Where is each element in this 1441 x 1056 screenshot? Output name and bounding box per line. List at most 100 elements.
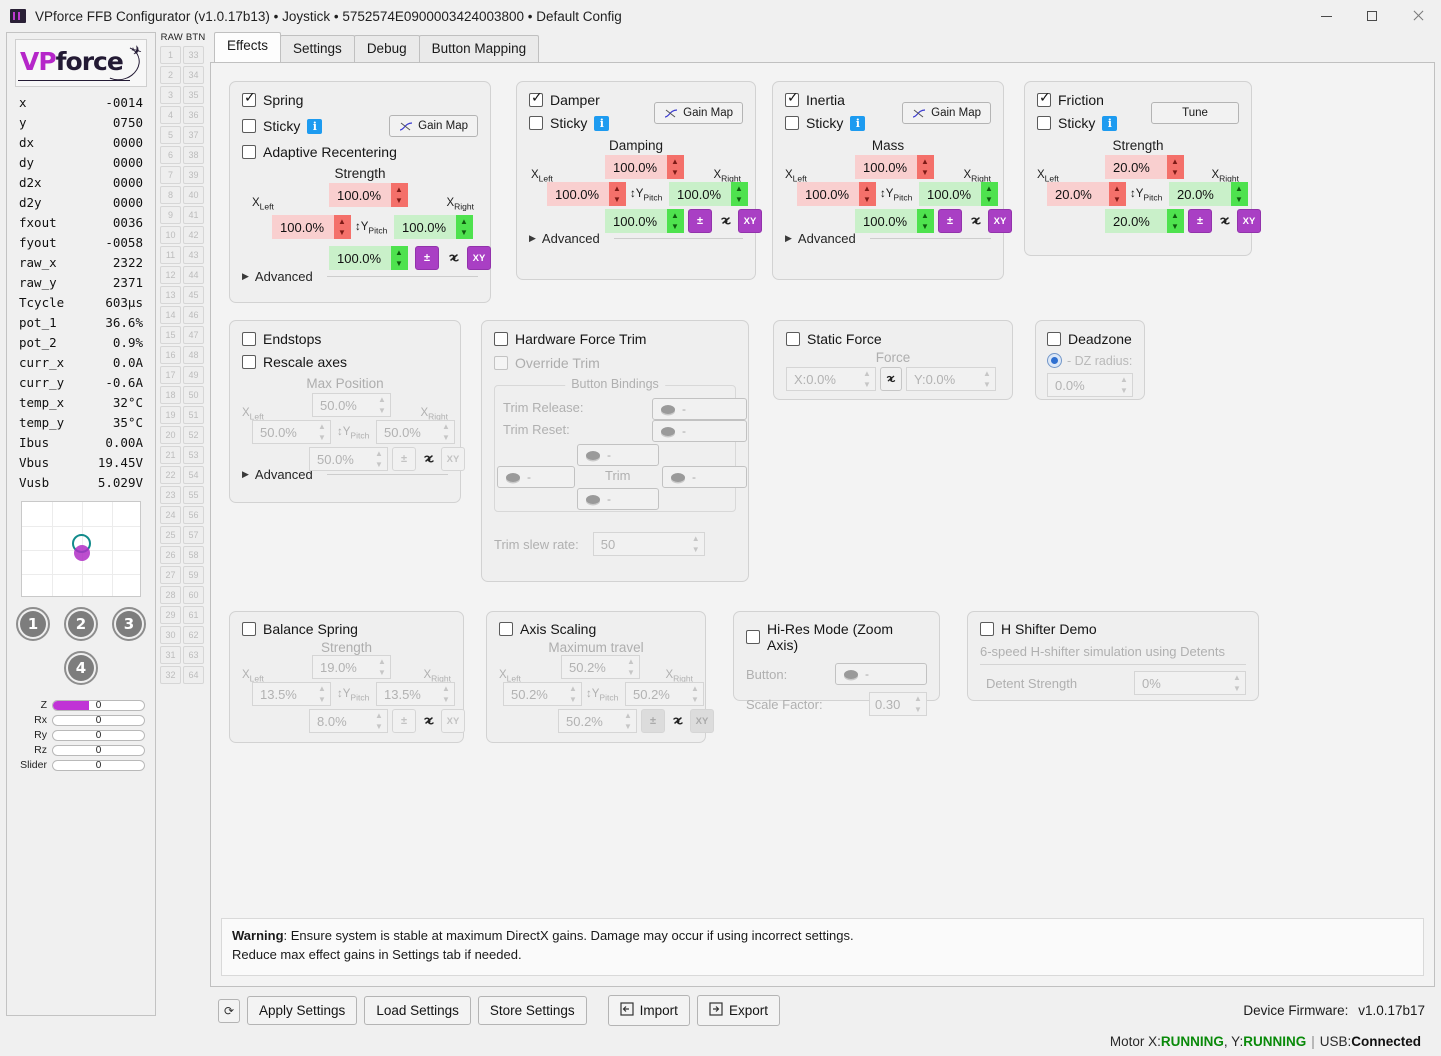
spring-bottom-spinner[interactable]: 100.0% ▲▼ [329, 246, 408, 270]
spring-right-value[interactable]: 100.0% [394, 215, 456, 239]
inertia-right-spinner[interactable]: 100.0% ▲▼ [919, 182, 998, 206]
axis-scaling-checkbox[interactable] [499, 622, 513, 636]
trim-release-binding[interactable]: - [652, 398, 747, 420]
spring-top-spinner[interactable]: 100.0% ▲▼ [329, 183, 408, 207]
damper-right-arrows[interactable]: ▲▼ [731, 182, 748, 206]
import-button[interactable]: Import [607, 995, 690, 1026]
endstops-rescale-row[interactable]: Rescale axes [242, 354, 448, 370]
spring-left-spinner[interactable]: 100.0% ▲▼ [272, 215, 351, 239]
spring-xy-button[interactable]: XY [467, 246, 491, 270]
friction-right-value[interactable]: 20.0% [1169, 182, 1231, 206]
hft-checkbox[interactable] [494, 332, 508, 346]
friction-left-arrows[interactable]: ▲▼ [1109, 182, 1126, 206]
endstops-advanced-toggle[interactable]: ▶ Advanced [242, 467, 448, 482]
spring-right-spinner[interactable]: 100.0% ▲▼ [394, 215, 473, 239]
spring-left-value[interactable]: 100.0% [272, 215, 334, 239]
inertia-left-arrows[interactable]: ▲▼ [859, 182, 876, 206]
inertia-sticky-row[interactable]: Sticky i [785, 115, 866, 131]
friction-checkbox[interactable] [1037, 90, 1051, 107]
damper-advanced-toggle[interactable]: ▶ Advanced [529, 231, 743, 246]
spring-sticky-row[interactable]: Sticky i [242, 118, 323, 134]
friction-right-arrows[interactable]: ▲▼ [1231, 182, 1248, 206]
spring-bottom-arrows[interactable]: ▲▼ [391, 246, 408, 270]
inertia-top-arrows[interactable]: ▲▼ [917, 155, 934, 179]
spring-sticky-checkbox[interactable] [242, 119, 256, 133]
spring-adaptive-checkbox[interactable] [242, 145, 256, 159]
store-settings-button[interactable]: Store Settings [477, 996, 587, 1025]
damper-top-value[interactable]: 100.0% [605, 155, 667, 179]
friction-left-spinner[interactable]: 20.0% ▲▼ [1047, 182, 1126, 206]
inertia-sticky-checkbox[interactable] [785, 116, 799, 130]
friction-left-value[interactable]: 20.0% [1047, 182, 1109, 206]
link-icon[interactable] [667, 710, 689, 732]
friction-xy-button[interactable]: XY [1237, 209, 1261, 233]
spring-bottom-value[interactable]: 100.0% [329, 246, 391, 270]
tab-debug[interactable]: Debug [353, 35, 420, 62]
damper-plusminus-button[interactable]: ± [688, 209, 712, 233]
damper-left-arrows[interactable]: ▲▼ [609, 182, 626, 206]
inertia-left-spinner[interactable]: 100.0% ▲▼ [797, 182, 876, 206]
inertia-bottom-arrows[interactable]: ▲▼ [917, 209, 934, 233]
info-icon[interactable]: i [594, 115, 610, 131]
link-icon[interactable] [1214, 210, 1236, 232]
hft-enable-row[interactable]: Hardware Force Trim [494, 331, 736, 347]
spring-advanced-toggle[interactable]: ▶ Advanced [242, 269, 478, 284]
friction-enable-row[interactable]: Friction [1037, 90, 1239, 108]
hires-enable-row[interactable]: Hi-Res Mode (Zoom Axis) [746, 621, 927, 653]
deadzone-checkbox[interactable] [1047, 332, 1061, 346]
spring-gain-map-button[interactable]: Gain Map [389, 115, 478, 137]
friction-right-spinner[interactable]: 20.0% ▲▼ [1169, 182, 1248, 206]
static-force-checkbox[interactable] [786, 332, 800, 346]
spring-plusminus-button[interactable]: ± [415, 246, 439, 270]
trim-down-binding[interactable]: - [577, 488, 659, 510]
tab-effects[interactable]: Effects [214, 32, 282, 62]
balance-spring-checkbox[interactable] [242, 622, 256, 636]
inertia-right-arrows[interactable]: ▲▼ [981, 182, 998, 206]
h-shifter-checkbox[interactable] [980, 622, 994, 636]
link-icon[interactable] [715, 210, 737, 232]
friction-bottom-value[interactable]: 20.0% [1105, 209, 1167, 233]
damper-right-value[interactable]: 100.0% [669, 182, 731, 206]
inertia-plusminus-button[interactable]: ± [938, 209, 962, 233]
damper-top-spinner[interactable]: 100.0% ▲▼ [605, 155, 684, 179]
close-button[interactable] [1395, 0, 1441, 32]
damper-checkbox[interactable] [529, 90, 543, 107]
friction-bottom-arrows[interactable]: ▲▼ [1167, 209, 1184, 233]
trim-right-binding[interactable]: - [662, 466, 747, 488]
inertia-left-value[interactable]: 100.0% [797, 182, 859, 206]
hires-checkbox[interactable] [746, 630, 760, 644]
trim-reset-binding[interactable]: - [652, 420, 747, 442]
inertia-xy-button[interactable]: XY [988, 209, 1012, 233]
friction-top-arrows[interactable]: ▲▼ [1167, 155, 1184, 179]
minimize-button[interactable] [1303, 0, 1349, 32]
deadzone-radius-radio[interactable] [1047, 353, 1062, 368]
damper-bottom-arrows[interactable]: ▲▼ [667, 209, 684, 233]
axis-scaling-enable-row[interactable]: Axis Scaling [499, 621, 693, 637]
spring-right-arrows[interactable]: ▲▼ [456, 215, 473, 239]
link-icon[interactable] [418, 448, 440, 470]
h-shifter-enable-row[interactable]: H Shifter Demo [980, 621, 1246, 637]
spring-top-arrows[interactable]: ▲▼ [391, 183, 408, 207]
damper-left-value[interactable]: 100.0% [547, 182, 609, 206]
damper-xy-button[interactable]: XY [738, 209, 762, 233]
friction-bottom-spinner[interactable]: 20.0% ▲▼ [1105, 209, 1184, 233]
export-button[interactable]: Export [696, 995, 780, 1026]
info-icon[interactable]: i [307, 118, 323, 134]
friction-sticky-checkbox[interactable] [1037, 116, 1051, 130]
inertia-bottom-value[interactable]: 100.0% [855, 209, 917, 233]
damper-left-spinner[interactable]: 100.0% ▲▼ [547, 182, 626, 206]
static-force-enable-row[interactable]: Static Force [786, 331, 1000, 347]
load-settings-button[interactable]: Load Settings [364, 996, 471, 1025]
damper-gain-map-button[interactable]: Gain Map [654, 102, 743, 124]
damper-bottom-value[interactable]: 100.0% [605, 209, 667, 233]
inertia-top-value[interactable]: 100.0% [855, 155, 917, 179]
trim-up-binding[interactable]: - [577, 444, 659, 466]
inertia-gain-map-button[interactable]: Gain Map [902, 102, 991, 124]
damper-sticky-row[interactable]: Sticky i [529, 115, 610, 131]
damper-enable-row[interactable]: Damper [529, 90, 743, 108]
endstops-enable-row[interactable]: Endstops [242, 331, 448, 347]
link-icon[interactable] [418, 710, 440, 732]
inertia-top-spinner[interactable]: 100.0% ▲▼ [855, 155, 934, 179]
spring-left-arrows[interactable]: ▲▼ [334, 215, 351, 239]
inertia-right-value[interactable]: 100.0% [919, 182, 981, 206]
